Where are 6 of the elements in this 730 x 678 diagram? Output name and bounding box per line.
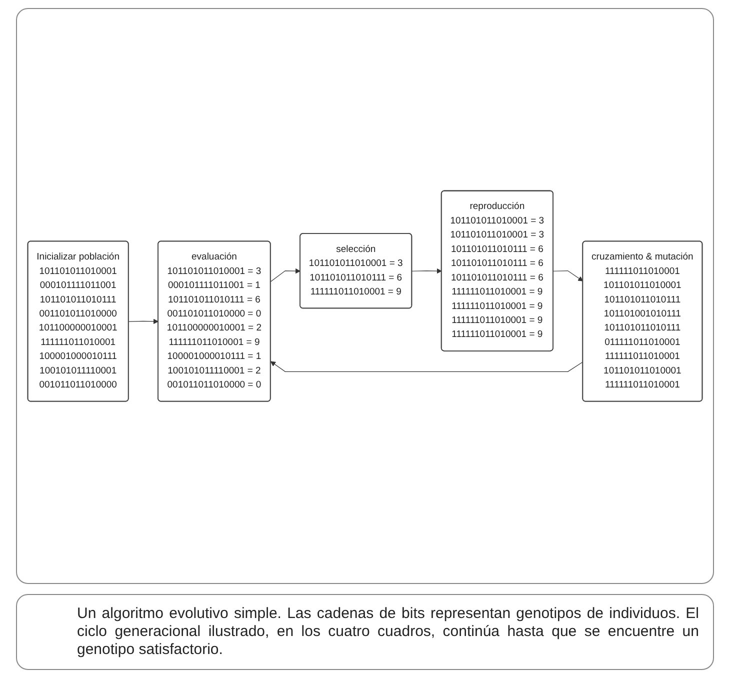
arrow: [270, 361, 584, 372]
arrow: [552, 270, 584, 282]
caption: Un algoritmo evolutivo simple. Las cadenas de bits representan genotipos de individuos. El ciclo generacional ilustrado, en los cuatro cuadros, continúa hasta que se encuentre un genotipo satisfactorio.: [16, 594, 714, 670]
arrow: [270, 268, 301, 282]
arrow: [412, 268, 442, 274]
arrow: [128, 318, 159, 324]
